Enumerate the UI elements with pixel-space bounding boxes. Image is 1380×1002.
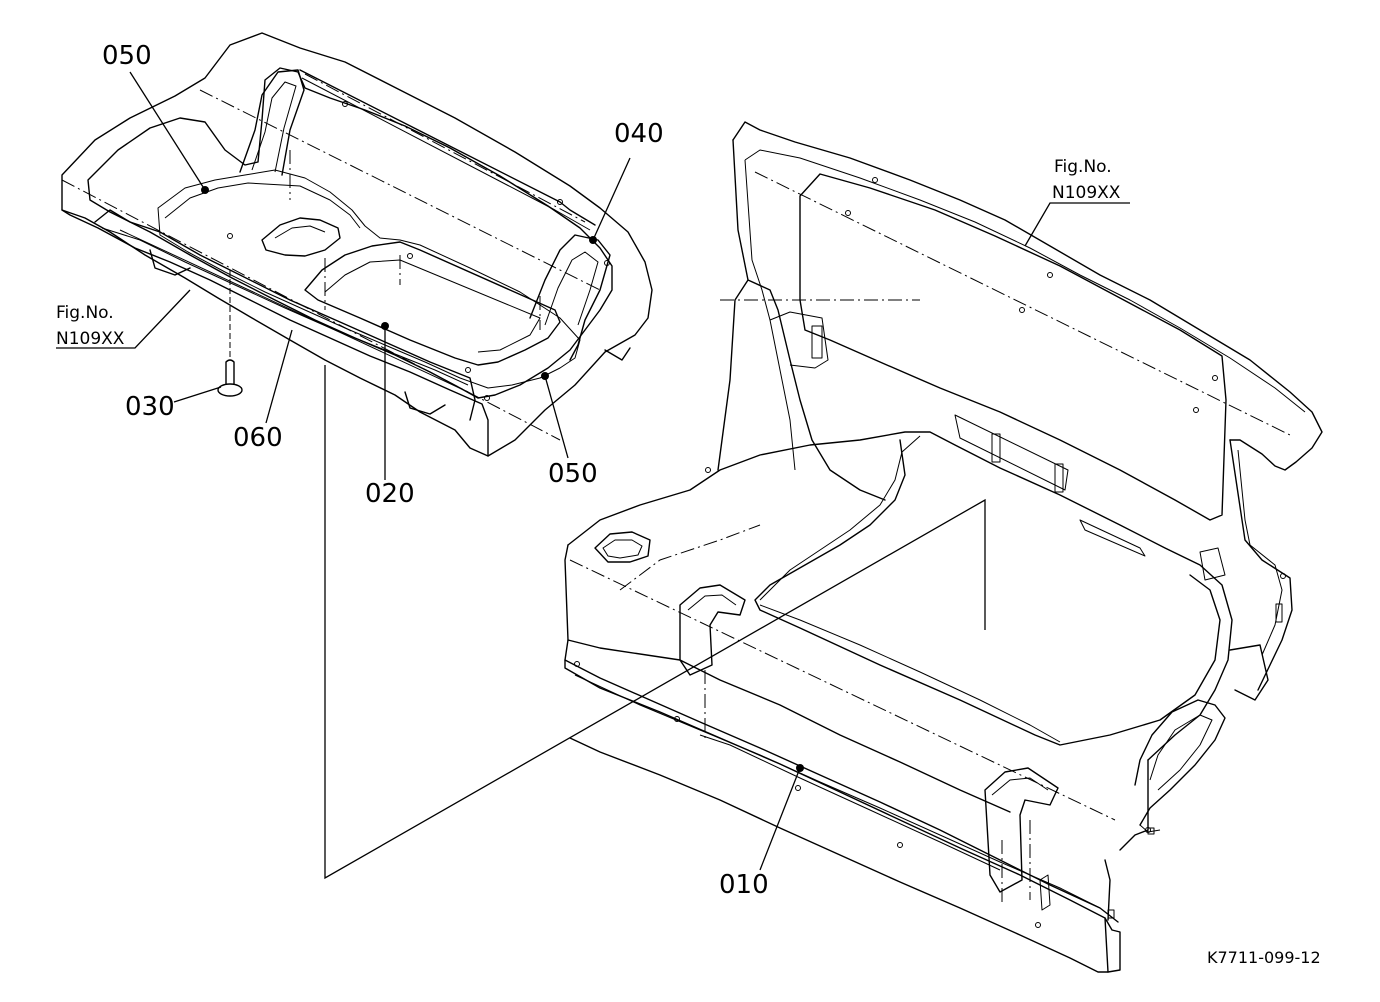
screw-part [217,270,243,397]
reference-lines [61,89,1291,821]
callout-040: 040 [614,119,664,149]
figure-ref-left-code: N109XX [56,329,125,349]
callout-030: 030 [125,392,175,422]
rear-panel-part [564,121,1323,973]
callout-020: 020 [365,479,415,509]
assembly-guide-lines [324,365,986,880]
callout-labels: 050 040 030 060 020 050 010 [102,41,769,900]
figure-ref-left: Fig.No. N109XX [56,303,125,349]
callout-050-top: 050 [102,41,152,71]
leader-lines [56,71,1130,871]
callout-060: 060 [233,423,283,453]
figure-ref-right-code: N109XX [1052,183,1121,203]
figure-ref-right-label: Fig.No. [1054,157,1112,177]
callout-050-bottom: 050 [548,459,598,489]
figure-ref-right: Fig.No. N109XX [1052,157,1121,203]
figure-ref-left-label: Fig.No. [56,303,114,323]
document-id: K7711-099-12 [1207,948,1321,967]
callout-010: 010 [719,870,769,900]
tray-panel-part [61,32,653,457]
